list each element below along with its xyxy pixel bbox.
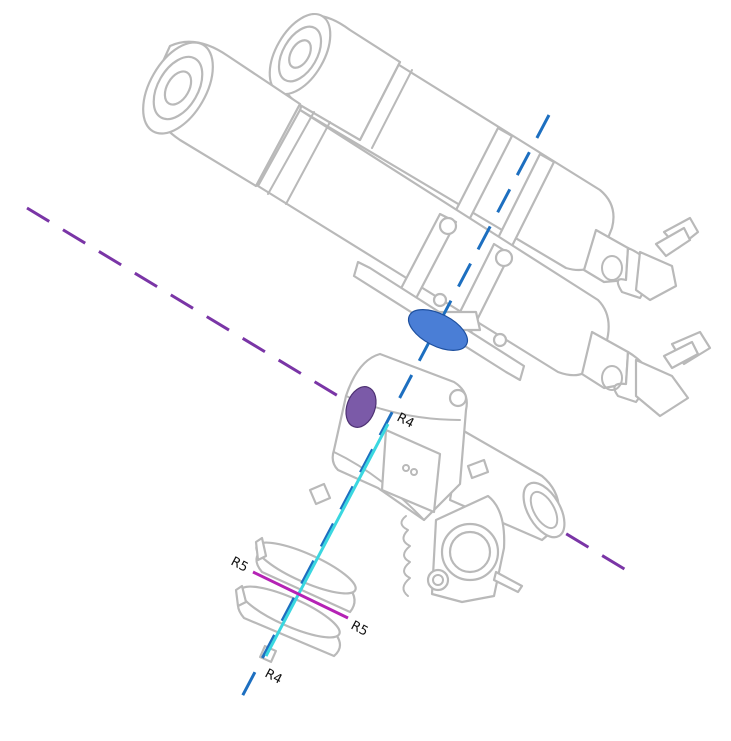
dec-axis-ellipse — [345, 386, 377, 428]
label-r5-left: R5 — [228, 554, 250, 575]
label-r4-bottom: R4 — [262, 666, 284, 687]
polar-axis-line — [234, 114, 551, 709]
equatorial-mount-icon — [308, 352, 566, 604]
guide-scope-icon — [268, 12, 700, 302]
polar-axis-ellipse — [407, 309, 469, 351]
label-r5-right: R5 — [348, 618, 370, 639]
counterweight-shaft-line — [264, 423, 390, 657]
weight-bar-line — [252, 570, 349, 620]
label-r4-top: R4 — [394, 410, 416, 431]
